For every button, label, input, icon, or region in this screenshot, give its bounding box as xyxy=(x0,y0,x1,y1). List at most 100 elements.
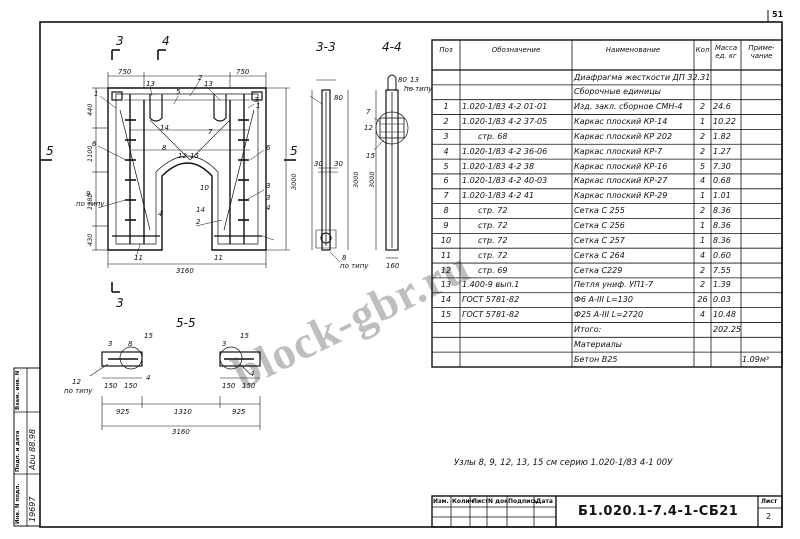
dim-80-3-3: 80 xyxy=(334,94,343,102)
callout-7-4-4: 7 xyxy=(366,108,371,116)
dim-30-a: 30 xyxy=(314,160,323,168)
dim-440: 440 xyxy=(86,103,94,116)
spec-cell-name: Сетка С 264 xyxy=(574,250,625,260)
spec-cell-pos: 14 xyxy=(440,295,452,305)
spec-cell-qty: 1 xyxy=(699,191,706,201)
spec-cell-pos: 9 xyxy=(443,221,449,230)
spec-cell-pos: 15 xyxy=(440,310,452,320)
section-3-3-title: 3-3 xyxy=(316,40,336,54)
col-header-qty: Кол xyxy=(695,46,710,54)
callout-8-5-5: 8 xyxy=(128,340,133,348)
spec-cell-qty: 4 xyxy=(699,176,706,186)
section-4-4-title: 4-4 xyxy=(382,40,402,54)
spec-cell-code: стр. 72 xyxy=(478,235,508,245)
spec-cell-code: 1.020-1/83 4-2 40-03 xyxy=(462,176,548,186)
spec-cell-mass: 24.6 xyxy=(713,102,731,112)
callout-6-right: 6 xyxy=(266,144,271,152)
spec-cell-code: ГОСТ 5781-82 xyxy=(462,310,520,320)
spec-cell-name: Бетон В25 xyxy=(574,354,618,364)
sheet-number: 2 xyxy=(766,512,772,521)
col-header-note: Приме-чание xyxy=(748,44,775,60)
spec-cell-mass: 1.39 xyxy=(713,280,731,290)
callout-8: 8 xyxy=(162,144,167,152)
callout-3-top: 3 xyxy=(254,96,259,104)
spec-cell-qty: 1 xyxy=(699,221,706,230)
spec-cell-code: стр. 72 xyxy=(478,221,508,230)
spec-cell-code: 1.020-1/83 4-2 37-05 xyxy=(462,117,548,127)
spec-cell-mass: 0.60 xyxy=(713,250,731,260)
stamp-podpis: Подпись xyxy=(508,498,538,505)
section-4-4-view xyxy=(373,74,415,259)
dim-750-left: 750 xyxy=(118,68,132,76)
spec-cell-pos: 2 xyxy=(443,117,449,127)
spec-cell-name: Сетка С 256 xyxy=(574,221,625,230)
spec-cell-name: Каркас плоский КР 202 xyxy=(574,131,673,141)
spec-cell-pos: 11 xyxy=(440,250,452,260)
front-view xyxy=(40,49,296,293)
callout-4-5-5-left: 4 xyxy=(146,374,151,382)
callout-4-right: 4 xyxy=(266,204,271,212)
spec-cell-note: 1.09м³ xyxy=(742,354,770,364)
dim-3000-front: 3000 xyxy=(290,173,298,190)
spec-cell-pos: 1 xyxy=(443,102,449,112)
dim-3160-front: 3160 xyxy=(176,267,194,275)
callout-1-right: 1 xyxy=(256,102,261,110)
spec-cell-pos: 13 xyxy=(440,280,452,290)
spec-cell-qty: 2 xyxy=(699,131,706,141)
spec-cell-pos: 5 xyxy=(443,161,449,171)
spec-cell-name: Каркас плоский КР-16 xyxy=(574,161,668,171)
stamp-list: Лист xyxy=(472,498,489,505)
callout-4-5-5-right: 4 xyxy=(250,370,255,378)
dim-150-a: 150 xyxy=(104,382,118,390)
spec-cell-name: Сетка С229 xyxy=(574,265,623,275)
callout-3-mid: 3 xyxy=(266,182,271,190)
spec-cell-mass: 10.22 xyxy=(713,117,736,127)
callout-12-4-4: 12 xyxy=(364,124,373,132)
side-stamp-inv-number: 19697 xyxy=(28,496,37,522)
spec-cell-code: стр. 72 xyxy=(478,206,508,216)
callout-13-left: 13 xyxy=(146,80,155,88)
spec-cell-pos: 3 xyxy=(443,131,449,141)
spec-cell-mass: 1.01 xyxy=(713,191,731,201)
callout-13-tip: по типу xyxy=(404,85,433,93)
callout-6-left: 6 xyxy=(92,140,97,148)
spec-cell-qty: 1 xyxy=(699,235,706,245)
spec-cell-qty: 2 xyxy=(699,280,706,290)
spec-cell-qty: 5 xyxy=(699,161,706,171)
side-stamp-inv-podl: Инв. N подл. xyxy=(15,483,21,524)
spec-cell-mass: 1.82 xyxy=(713,131,731,141)
spec-cell-name: Сетка С 255 xyxy=(574,206,625,216)
callout-14-low: 14 xyxy=(196,206,205,214)
dim-3160-5-5: 3160 xyxy=(172,428,190,436)
dim-150-b: 150 xyxy=(124,382,138,390)
callout-11-right: 11 xyxy=(214,254,223,262)
callout-8-tip: по типу xyxy=(340,262,369,270)
spec-cell-mass: 7.30 xyxy=(713,161,731,171)
callout-8-3-3: 8 xyxy=(342,254,347,262)
spec-cell-qty: 4 xyxy=(699,250,706,260)
spec-cell-mass: 7.55 xyxy=(713,265,731,275)
dim-80-4-4: 80 xyxy=(398,76,407,84)
dim-30-b: 30 xyxy=(334,160,343,168)
col-header-code: Обозначение xyxy=(491,46,541,54)
side-stamp-vzam-inv: Взам. инв. N xyxy=(15,370,21,410)
spec-cell-name: Ф25 А-III L=2720 xyxy=(574,310,644,320)
callout-12-tip: по типу xyxy=(64,387,93,395)
spec-cell-mass: 0.68 xyxy=(713,176,731,186)
callout-3-low: 3 xyxy=(266,194,271,202)
dim-750-right: 750 xyxy=(236,68,250,76)
dim-3000-4-4: 3000 xyxy=(368,171,376,188)
drawing-code: Б1.020.1-7.4-1-СБ21 xyxy=(578,504,739,519)
callout-2-top: 2 xyxy=(198,74,203,82)
spec-cell-pos: 7 xyxy=(443,191,449,201)
section-mark-4-top: 4 xyxy=(162,34,170,48)
callout-13-right: 13 xyxy=(204,80,213,88)
spec-cell-mass: 8.36 xyxy=(713,235,731,245)
side-stamp-podp-data: Подп. и дата xyxy=(15,430,21,472)
callout-13-4-4: 13 xyxy=(410,76,419,84)
dim-1310: 1310 xyxy=(174,408,192,416)
spec-cell-mass: 8.36 xyxy=(713,206,731,216)
callout-15: 15 xyxy=(190,152,199,160)
spec-cell-code: ГОСТ 5781-82 xyxy=(462,295,520,305)
